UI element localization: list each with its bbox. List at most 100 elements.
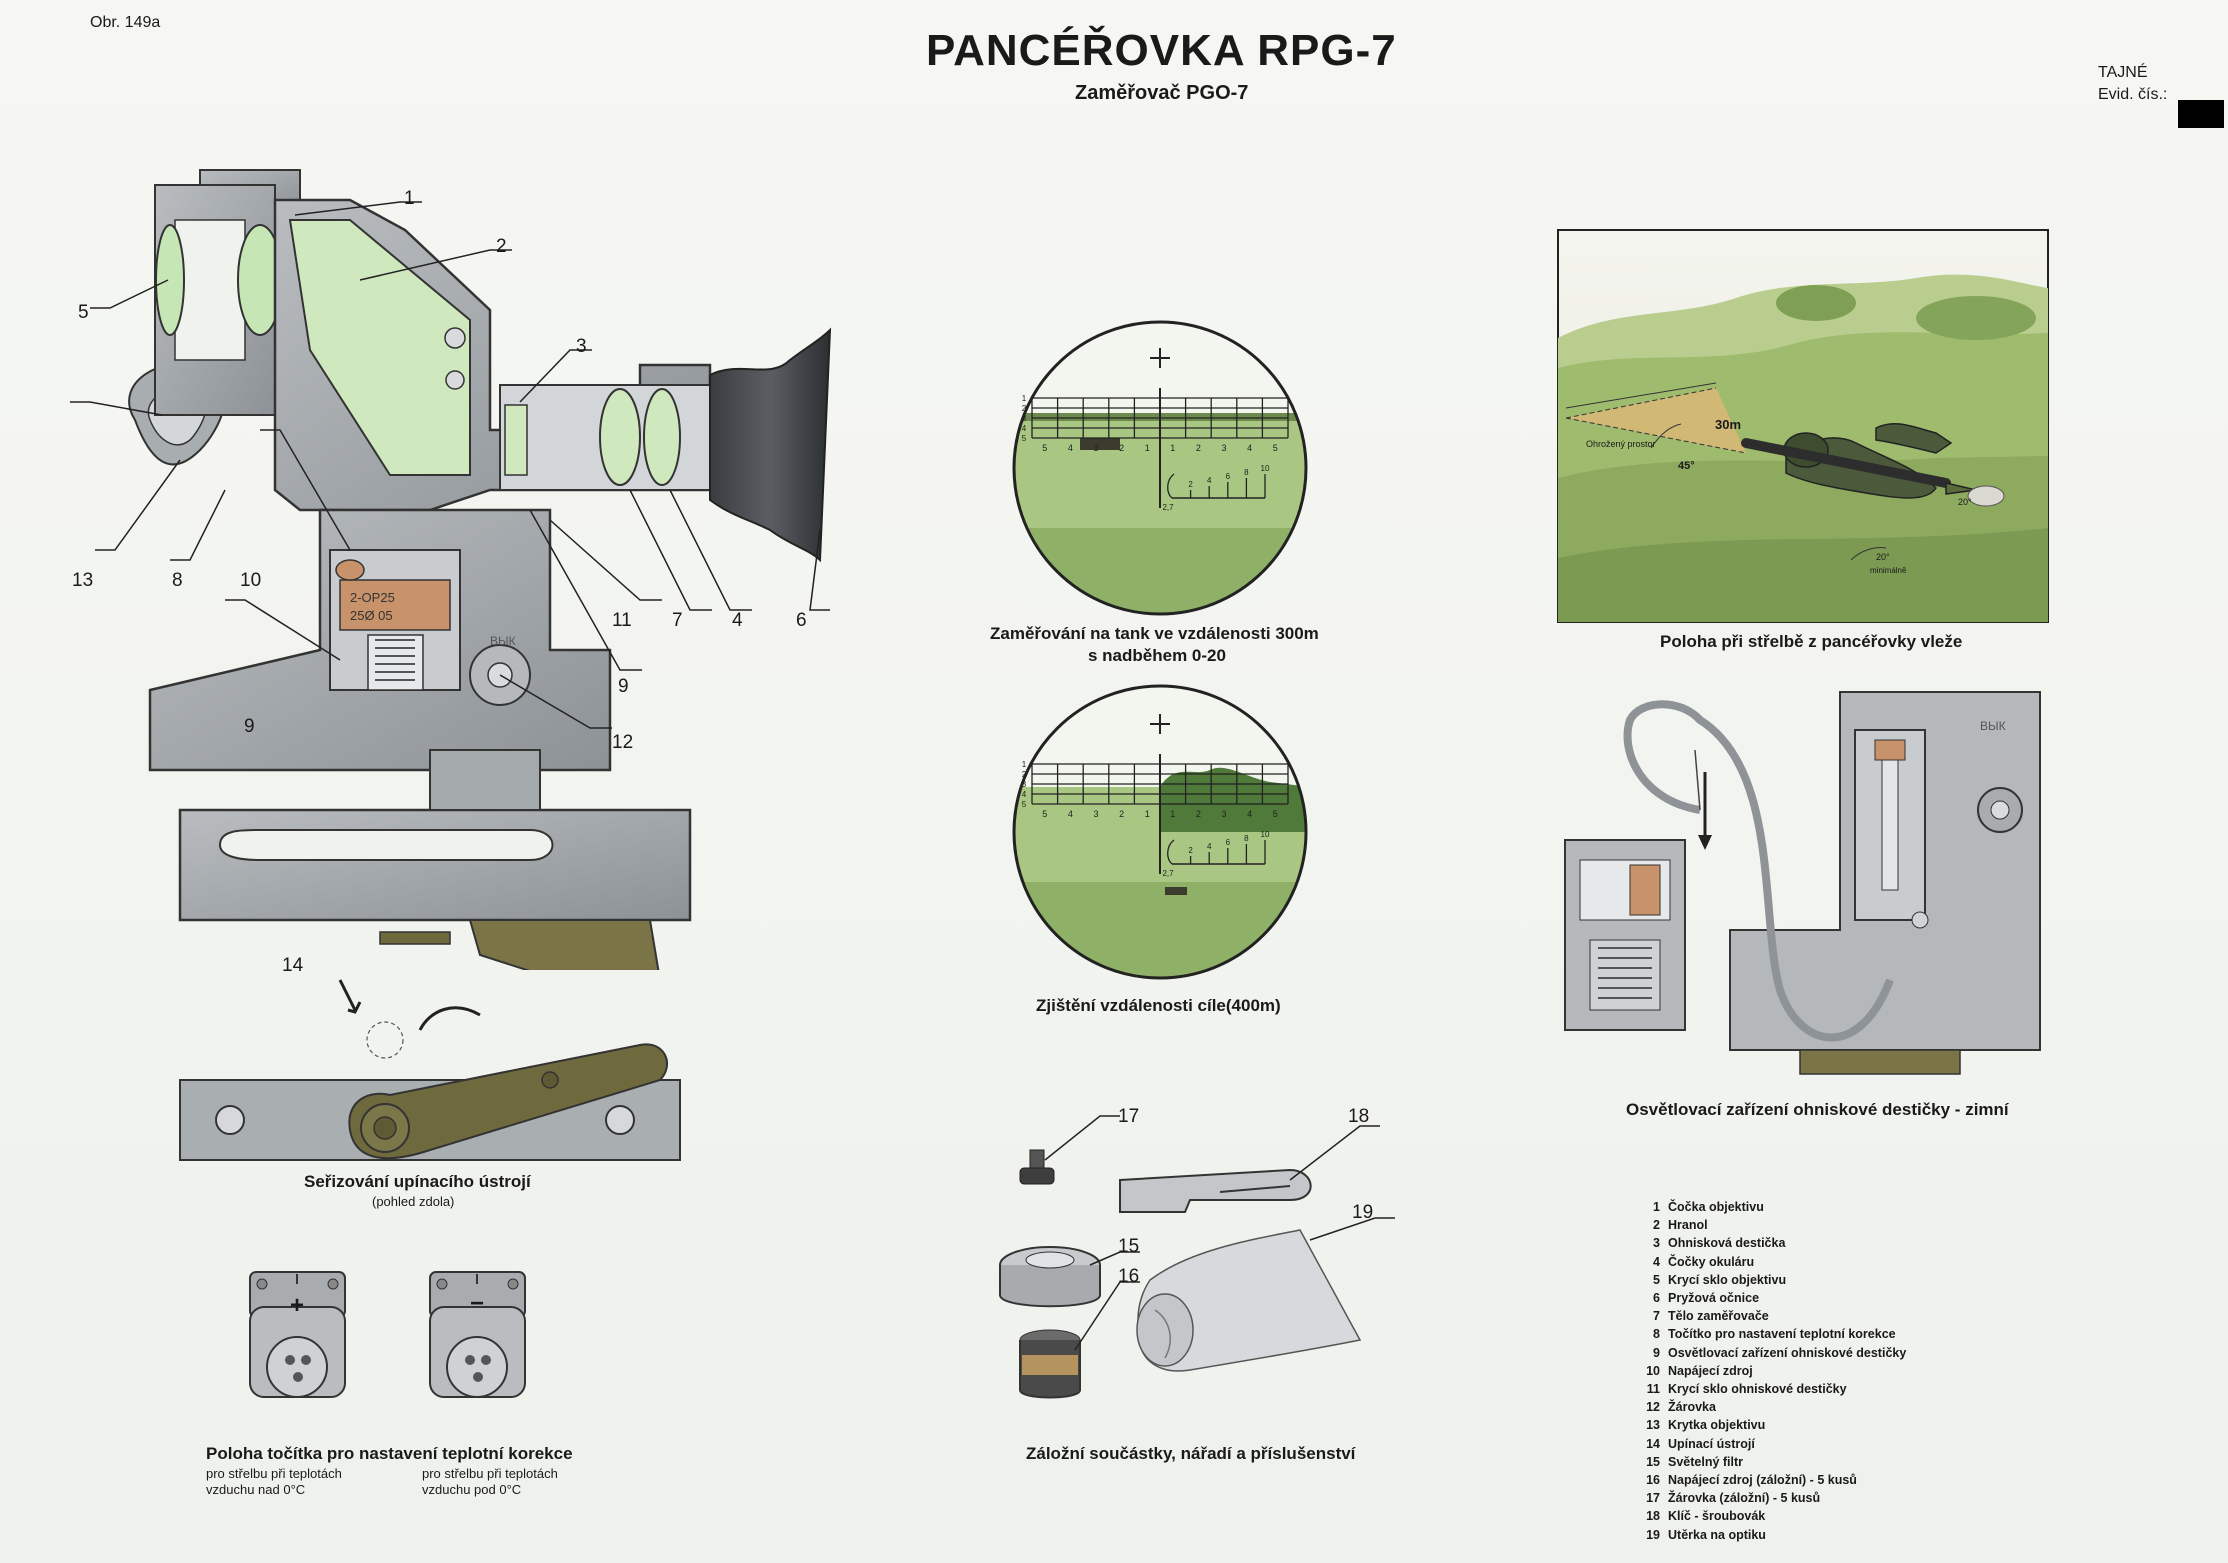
callout-8: 8: [172, 570, 183, 591]
reticle-side-label: 4: [1022, 790, 1027, 799]
rangefinder-label: 6: [1226, 838, 1231, 847]
legend-number: 11: [1646, 1382, 1660, 1397]
key-screwdriver: [1119, 1168, 1312, 1213]
reticle-side-label: 2: [1022, 770, 1027, 779]
prone-caption: Poloha při střelbě z pancéřovky vleže: [1660, 632, 1963, 651]
rangefinder-curve: [1167, 473, 1175, 499]
reticle-2-caption: Zjištění vzdálenosti cíle(400m): [1036, 996, 1281, 1015]
plus-sign: +: [290, 1292, 305, 1319]
callout-19: 19: [1352, 1202, 1374, 1223]
reticle-side-label: 1: [1022, 394, 1027, 403]
legend-text: Krycí sklo objektivu: [1668, 1272, 1787, 1287]
callout-11: 11: [612, 610, 632, 631]
callout-1: 1: [404, 188, 415, 209]
temp-knob-left-note-1: pro střelbu při teplotách: [206, 1466, 342, 1481]
angle-label: 45°: [1678, 460, 1695, 472]
rangefinder-label: 2: [1188, 846, 1193, 855]
legend-text: Krycí sklo ohniskové destičky: [1668, 1382, 1847, 1397]
rangefinder-label: 8: [1244, 834, 1249, 843]
rangefinder-base-label: 2,7: [1162, 503, 1174, 512]
reticle-side-label: 5: [1022, 434, 1027, 443]
optics-cloth: [1136, 1229, 1362, 1372]
clamp-lever-bottom: [348, 1043, 669, 1160]
legend-number: 1: [1653, 1200, 1660, 1214]
temp-knob-right-note-1: pro střelbu při teplotách: [422, 1466, 558, 1481]
temp-knob-diagram: [249, 1271, 526, 1398]
reticle-side-label: 5: [1022, 800, 1027, 809]
legend-number: 4: [1653, 1254, 1660, 1269]
callout-4: 4: [732, 610, 743, 631]
tank-target-distant: [1165, 887, 1187, 895]
reticle-scale-label: 4: [1247, 809, 1252, 819]
legend-item: 10 Napájecí zdroj: [1636, 1362, 1906, 1380]
legend-item: 7 Tělo zaměřovače: [1636, 1307, 1906, 1325]
legend-item: 13 Krytka objektivu: [1636, 1416, 1906, 1434]
temp-knob-left-note-2: vzduchu nad 0°C: [206, 1482, 306, 1497]
legend-item: 18 Klíč - šroubovák: [1636, 1507, 1906, 1525]
body-mark: ВЫК: [490, 634, 516, 648]
legend-number: 10: [1646, 1363, 1660, 1378]
callout-5: 5: [78, 302, 89, 323]
legend-number: 3: [1653, 1236, 1660, 1251]
legend-text: Klíč - šroubovák: [1668, 1509, 1766, 1524]
legend-number: 7: [1653, 1309, 1660, 1324]
rangefinder-label: 8: [1244, 468, 1249, 477]
reticle-scale-label: 4: [1068, 809, 1073, 819]
mount-adjustment-diagram: [179, 979, 681, 1161]
legend-text: Osvětlovací zařízení ohniskové destičky: [1668, 1345, 1907, 1360]
reticle-scale-label: 4: [1247, 443, 1252, 453]
legend-text: Krytka objektivu: [1668, 1418, 1766, 1433]
legend-text: Utěrka na optiku: [1668, 1527, 1766, 1542]
legend-number: 17: [1646, 1491, 1660, 1506]
legend-number: 12: [1646, 1400, 1660, 1415]
eyepiece-lens-1: [599, 388, 641, 486]
rangefinder-label: 2: [1188, 480, 1193, 489]
legend-text: Tělo zaměřovače: [1668, 1309, 1769, 1324]
temp-knob-caption: Poloha točítka pro nastavení teplotní ko…: [206, 1444, 573, 1463]
reticle-scale-label: 5: [1042, 443, 1047, 453]
temp-knob-right-note-2: vzduchu pod 0°C: [422, 1482, 522, 1497]
legend-number: 8: [1653, 1327, 1660, 1342]
callout-6: 6: [796, 610, 807, 631]
page-title: PANCÉŘOVKA RPG-7: [926, 26, 1397, 75]
distance-label: 30m: [1715, 417, 1742, 432]
legend-number: 13: [1646, 1418, 1660, 1433]
reticle-1-caption-2: s nadběhem 0-20: [1088, 646, 1226, 665]
callout-7: 7: [672, 610, 683, 631]
callout-18: 18: [1348, 1106, 1370, 1127]
callout-10: 10: [240, 570, 262, 591]
rangefinder-label: 6: [1226, 472, 1231, 481]
reticle-scale-label: 3: [1221, 809, 1226, 819]
spare-bulb: [1019, 1149, 1055, 1185]
reticle-side-label: 3: [1022, 780, 1027, 789]
danger-zone-label: Ohrožený prostor: [1586, 439, 1656, 449]
reticle-side-label: 4: [1022, 424, 1027, 433]
winter-caption: Osvětlovací zařízení ohniskové destičky …: [1626, 1100, 2009, 1119]
knob-minus: [429, 1271, 526, 1398]
callout-3: 3: [576, 336, 587, 357]
redaction-block: [2178, 100, 2224, 128]
reticle-scale-label: 1: [1145, 809, 1150, 819]
sight-cutaway-diagram: 2-OP25 25Ø 05 ВЫК: [70, 169, 832, 970]
reticle-side-label: 3: [1022, 414, 1027, 423]
rangefinder-label: 4: [1207, 842, 1212, 851]
legend-text: Pryžová očnice: [1668, 1291, 1760, 1306]
callout-17: 17: [1118, 1106, 1140, 1127]
legend-text: Hranol: [1668, 1218, 1708, 1233]
rubber-eyecup: [709, 327, 832, 563]
angle-label-2: 20°: [1958, 497, 1972, 507]
reticle-scale-label: 2: [1119, 443, 1124, 453]
legend-number: 15: [1646, 1454, 1660, 1469]
callout-9: 9: [618, 676, 629, 697]
legend-item: 11 Krycí sklo ohniskové destičky: [1636, 1380, 1906, 1398]
spares-diagram: [999, 1115, 1395, 1399]
minus-sign: −: [470, 1290, 485, 1317]
legend-text: Napájecí zdroj: [1668, 1363, 1753, 1378]
light-filter: [999, 1246, 1101, 1308]
legend-number: 18: [1646, 1509, 1660, 1524]
winter-illumination-diagram: ВЫК: [1564, 691, 2041, 1075]
